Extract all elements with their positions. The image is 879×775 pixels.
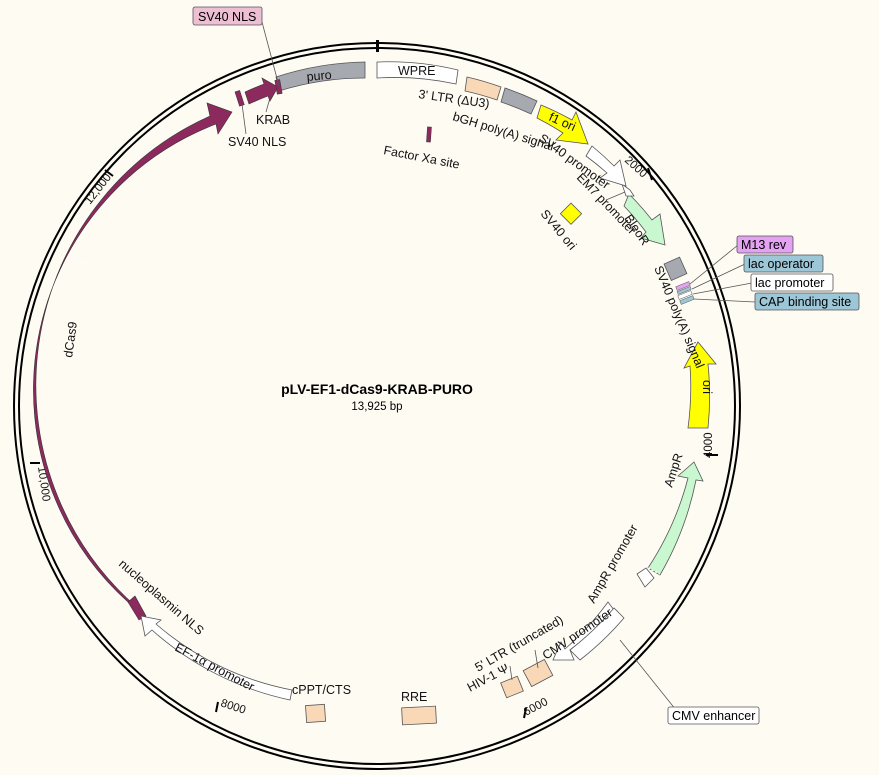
tick-label-8000: 8000 (219, 697, 247, 716)
ori-label: ori (700, 380, 714, 394)
krab-label: KRAB (256, 113, 290, 127)
rre-label: RRE (401, 690, 427, 704)
tick-label-12000: 12,000 (83, 172, 114, 207)
m13-rev-text: M13 rev (741, 238, 787, 252)
ampr-promoter-arrow[interactable] (636, 567, 655, 588)
origin-marker (376, 40, 379, 52)
m13-rev-box[interactable] (736, 235, 794, 254)
cap-site-text: CAP binding site (759, 295, 851, 309)
em7-leader (605, 191, 626, 201)
ltr5-block[interactable] (522, 658, 554, 688)
sv40-nls-leader (241, 103, 247, 135)
krab-leader (265, 97, 271, 113)
cmv-enhancer-leader (619, 639, 677, 711)
ampr-label: AmpR (662, 452, 686, 489)
bp-ticks: 2000 4000 6000 8000 10,000 12,000 (30, 154, 718, 719)
lac-promoter-leader (692, 282, 753, 295)
tick-label-2000: 2000 (622, 154, 649, 180)
ampr-arrow[interactable] (647, 461, 704, 576)
cmv-enhancer-block[interactable] (569, 607, 625, 661)
ampr-promoter-label: AmpR promoter (584, 522, 640, 605)
sv40-polya-block[interactable] (663, 256, 688, 282)
wpre-block[interactable] (376, 61, 459, 85)
bgh-polya-block[interactable] (500, 87, 538, 115)
plasmid-length: 13,925 bp (351, 401, 402, 413)
sv40-nls-top-leader (261, 21, 280, 87)
f1-ori-arrow[interactable] (536, 104, 589, 145)
lac-promoter-box[interactable] (750, 273, 834, 292)
cap-site-leader (693, 298, 756, 303)
plasmid-name: pLV-EF1-dCas9-KRAB-PURO (281, 381, 473, 397)
lac-promoter-text: lac promoter (755, 276, 824, 290)
hiv-leader (509, 665, 513, 681)
factor-xa-block[interactable] (426, 126, 432, 143)
ltr5-leader (534, 649, 539, 669)
plasmid-backbone (13, 40, 741, 770)
bleor-arrow[interactable] (623, 193, 666, 246)
tick-mark-6000 (523, 707, 527, 719)
tick-mark-12000 (104, 169, 114, 177)
sv40-ori-block[interactable] (559, 202, 583, 225)
nucleoplasmin-nls-block[interactable] (127, 595, 147, 621)
cmv-enhancer-box[interactable] (667, 706, 760, 725)
lac-promoter-mark[interactable] (677, 290, 693, 300)
m13-rev-leader (689, 244, 739, 285)
cap-site-mark[interactable] (679, 295, 695, 305)
lac-operator-text: lac operator (748, 257, 814, 271)
sv40-nls-label: SV40 NLS (228, 135, 286, 149)
ef1a-promoter-label: EF-1α promoter (173, 640, 257, 694)
hiv1-psi-block[interactable] (500, 675, 524, 699)
sv40-promoter-arrow[interactable] (585, 145, 627, 187)
dcas9-break-a (75, 259, 89, 265)
tick-label-6000: 6000 (522, 696, 550, 719)
puro-label: puro (306, 68, 332, 84)
dcas9-arrow[interactable] (33, 102, 233, 611)
krab-arrow[interactable] (244, 77, 279, 105)
nucleoplasmin-nls-label: nucleoplasmin NLS (116, 557, 206, 638)
ori-arrow[interactable] (683, 341, 717, 429)
plasmid-center-label: pLV-EF1-dCas9-KRAB-PURO 13,925 bp (281, 381, 473, 413)
rre-block[interactable] (401, 705, 437, 726)
dcas9-label: dCas9 (61, 321, 80, 359)
sv40-nls-block-a[interactable] (234, 90, 245, 107)
em7-promoter-arrow[interactable] (621, 182, 635, 197)
lac-operator-mark[interactable] (676, 286, 692, 295)
cppt-cts-label: cPPT/CTS (292, 683, 351, 697)
sv40-nls-top-text: SV40 NLS (198, 10, 256, 24)
puro-arrow[interactable] (275, 61, 366, 92)
tick-mark-2000 (647, 167, 653, 181)
ltr3-block[interactable] (464, 76, 502, 101)
cap-site-box[interactable] (754, 292, 860, 311)
cppt-cts-block[interactable] (305, 703, 327, 724)
ef1a-promoter-arrow[interactable] (140, 615, 293, 701)
factor-xa-label: Factor Xa site (382, 143, 460, 171)
tick-label-4000: 4000 (703, 432, 715, 458)
sv40-nls-top-box[interactable] (192, 6, 263, 26)
lac-operator-box[interactable] (743, 254, 824, 273)
tick-mark-8000 (215, 701, 219, 713)
sv40-polya-label: SV40 poly(A) signal (651, 264, 707, 371)
wpre-label: WPRE (398, 64, 436, 78)
callout-labels: SV40 NLS M13 rev lac operator lac promot… (192, 6, 860, 725)
m13-rev-mark[interactable] (675, 281, 691, 291)
cmv-enhancer-text: CMV enhancer (672, 709, 755, 723)
lac-operator-leader (691, 263, 746, 290)
